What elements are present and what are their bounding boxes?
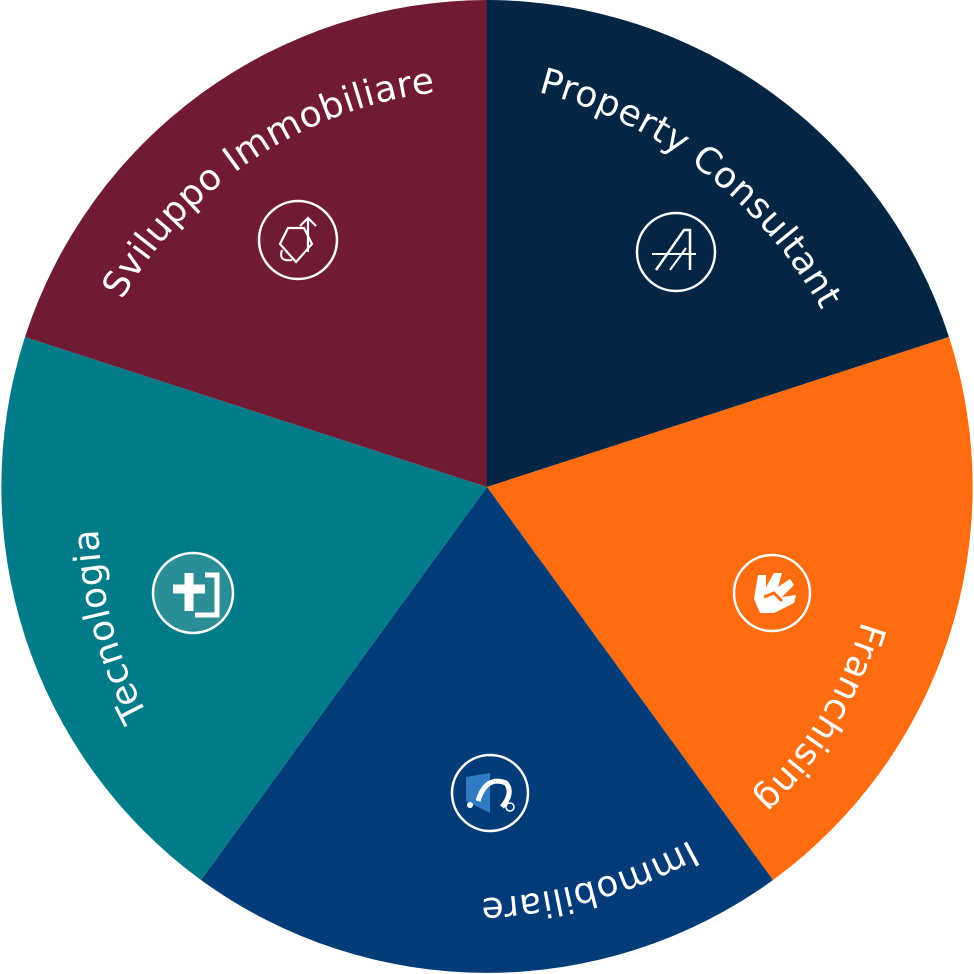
segment-tecnologia[interactable]	[1, 337, 487, 880]
tech-plus-logo-icon	[151, 551, 235, 635]
shield-logo-icon	[450, 753, 530, 833]
diamond-arrow-logo-icon	[257, 199, 339, 281]
segment-property-consultant[interactable]	[487, 0, 949, 487]
segment-sviluppo-immobiliare[interactable]	[25, 0, 487, 487]
segment-franchising-immobiliare[interactable]	[487, 337, 973, 880]
hand-logo-icon	[732, 553, 812, 633]
property-consultant-logo-icon	[635, 211, 717, 293]
segment-bottom[interactable]	[201, 487, 773, 973]
